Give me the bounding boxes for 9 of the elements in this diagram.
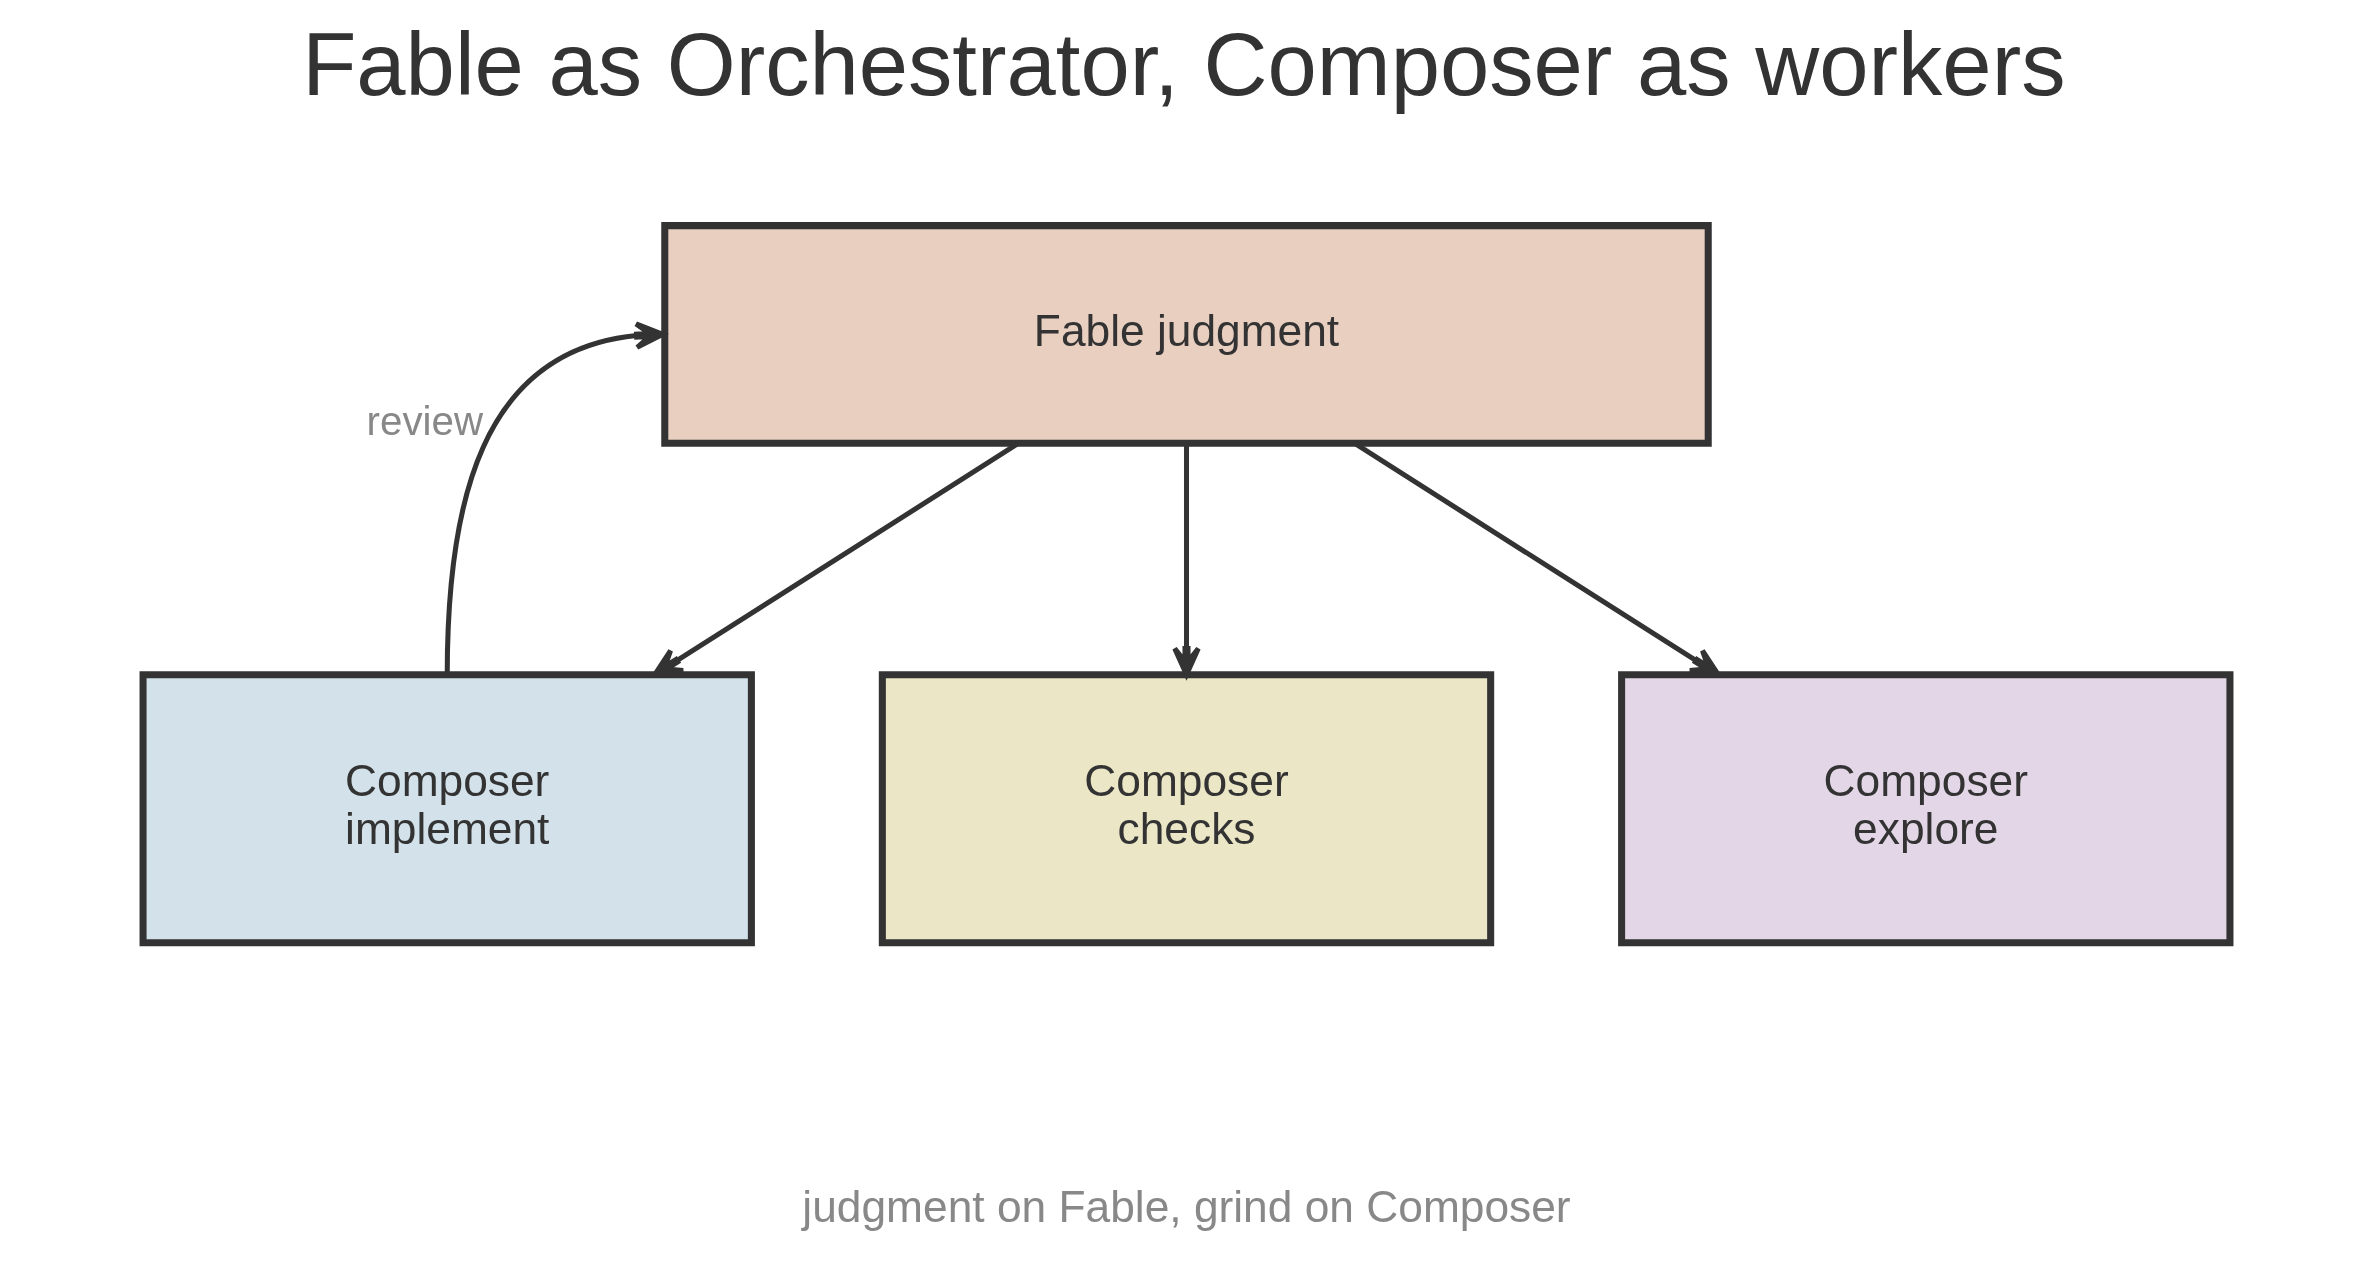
node-box: Composer explore xyxy=(1618,671,2234,947)
node-box: Fable judgment xyxy=(661,222,1712,447)
arrow xyxy=(1172,443,1201,678)
caption: judgment on Fable, grind on Composer xyxy=(802,1181,1571,1231)
node-box: Composer checks xyxy=(878,671,1495,947)
edge-label: review xyxy=(366,399,483,445)
arrow xyxy=(444,321,666,675)
node-box: Composer implement xyxy=(139,671,755,947)
diagram-title: Fable as Orchestrator, Composer as workers xyxy=(302,15,2066,115)
